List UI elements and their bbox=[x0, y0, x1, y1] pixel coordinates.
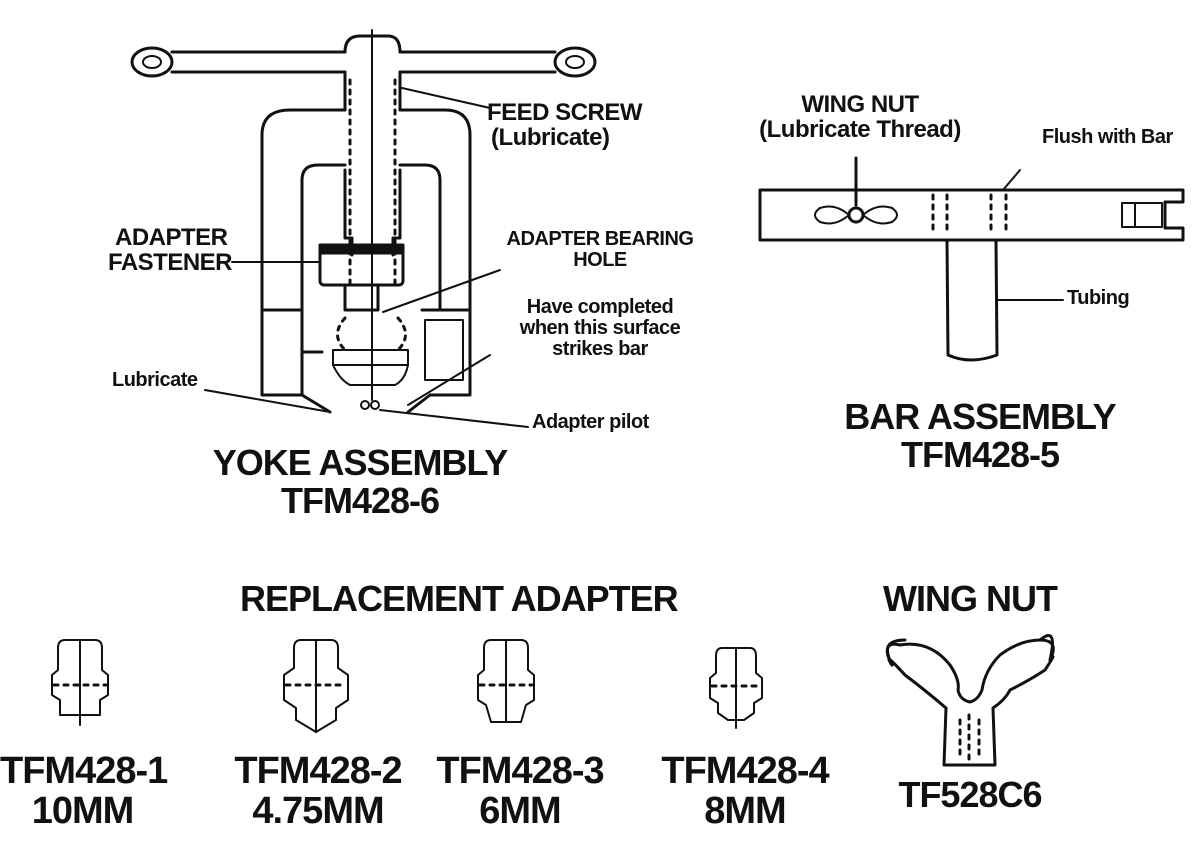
feed-screw-label: FEED SCREW (Lubricate) bbox=[487, 99, 643, 152]
completion-note-line2: when this surface bbox=[519, 317, 681, 339]
yoke-assembly-drawing bbox=[130, 29, 597, 428]
flush-with-bar-label: Flush with Bar bbox=[1042, 126, 1173, 148]
wing-nut-part-number: TF528C6 bbox=[898, 774, 1042, 815]
feed-screw bbox=[343, 29, 402, 401]
adapter-tfm428-3-drawing bbox=[477, 639, 535, 723]
wing-nut-heading: WING NUT bbox=[883, 578, 1058, 619]
completion-note-line3: strikes bar bbox=[552, 338, 648, 360]
yoke-leader-lines bbox=[204, 87, 529, 428]
adapter-size: 8MM bbox=[704, 789, 786, 832]
adapter-part-number: TFM428-3 bbox=[436, 750, 604, 792]
tubing-label: Tubing bbox=[1067, 287, 1130, 309]
completion-note-label: Have completed when this surface strikes… bbox=[505, 297, 695, 360]
adapter-item-4: TFM428-4 8MM bbox=[655, 750, 835, 832]
wing-nut-callout-label: WING NUT (Lubricate Thread) bbox=[745, 91, 975, 144]
adapter-item-1: TFM428-1 10MM bbox=[0, 750, 168, 832]
adapter-fastener bbox=[318, 243, 405, 312]
adapter-tfm428-1-drawing bbox=[51, 639, 109, 726]
adapter-part-number: TFM428-2 bbox=[234, 750, 402, 792]
adapter-fastener-label-line1: ADAPTER bbox=[115, 224, 228, 251]
adapter-pilot-label: Adapter pilot bbox=[532, 411, 649, 433]
replacement-adapter-drawings bbox=[51, 639, 763, 733]
adapter-tfm428-2-drawing bbox=[283, 639, 349, 733]
bar-assembly-heading: BAR ASSEMBLY TFM428-5 bbox=[830, 398, 1130, 474]
yoke-body bbox=[260, 108, 472, 414]
t-handle bbox=[130, 34, 597, 78]
adapter-size: 6MM bbox=[479, 789, 561, 832]
wing-nut-drawing bbox=[885, 634, 1055, 767]
replacement-adapter-heading: REPLACEMENT ADAPTER bbox=[240, 578, 679, 619]
feed-screw-label-line1: FEED SCREW bbox=[487, 99, 643, 126]
adapter-fastener-label-line2: FASTENER bbox=[108, 249, 233, 277]
adapter-fastener-label: ADAPTER FASTENER bbox=[108, 224, 233, 277]
adapter-size: 4.75MM bbox=[252, 789, 384, 832]
tubing bbox=[945, 238, 999, 362]
bar-assembly-drawing bbox=[758, 156, 1185, 362]
yoke-assembly-title: YOKE ASSEMBLY bbox=[212, 442, 508, 483]
feed-screw-label-line2: (Lubricate) bbox=[491, 124, 610, 152]
lubricate-label: Lubricate bbox=[112, 369, 198, 391]
bar-wing-nut bbox=[814, 205, 898, 225]
wing-nut-callout-line2: (Lubricate Thread) bbox=[759, 116, 961, 144]
completion-note-line1: Have completed bbox=[526, 296, 674, 318]
adapter-bearing-hole-label: ADAPTER BEARING HOLE bbox=[505, 229, 695, 271]
adapter-size: 10MM bbox=[31, 789, 135, 832]
adapter-item-3: TFM428-3 6MM bbox=[430, 750, 610, 832]
bar-assembly-part-number: TFM428-5 bbox=[900, 433, 1060, 475]
wing-nut-callout-line1: WING NUT bbox=[801, 91, 919, 118]
adapter bbox=[332, 316, 409, 410]
adapter-tfm428-4-drawing bbox=[709, 647, 763, 729]
adapter-part-number: TFM428-1 bbox=[0, 750, 168, 792]
adapter-bearing-hole-label-line1: ADAPTER BEARING bbox=[506, 228, 694, 250]
yoke-assembly-heading: YOKE ASSEMBLY TFM428-6 bbox=[200, 444, 520, 520]
adapter-bearing-hole-label-line2: HOLE bbox=[573, 249, 627, 271]
adapter-part-number: TFM428-4 bbox=[661, 750, 829, 792]
adapter-item-2: TFM428-2 4.75MM bbox=[228, 750, 408, 832]
bar-assembly-title: BAR ASSEMBLY bbox=[844, 396, 1116, 437]
yoke-assembly-part-number: TFM428-6 bbox=[280, 479, 440, 521]
